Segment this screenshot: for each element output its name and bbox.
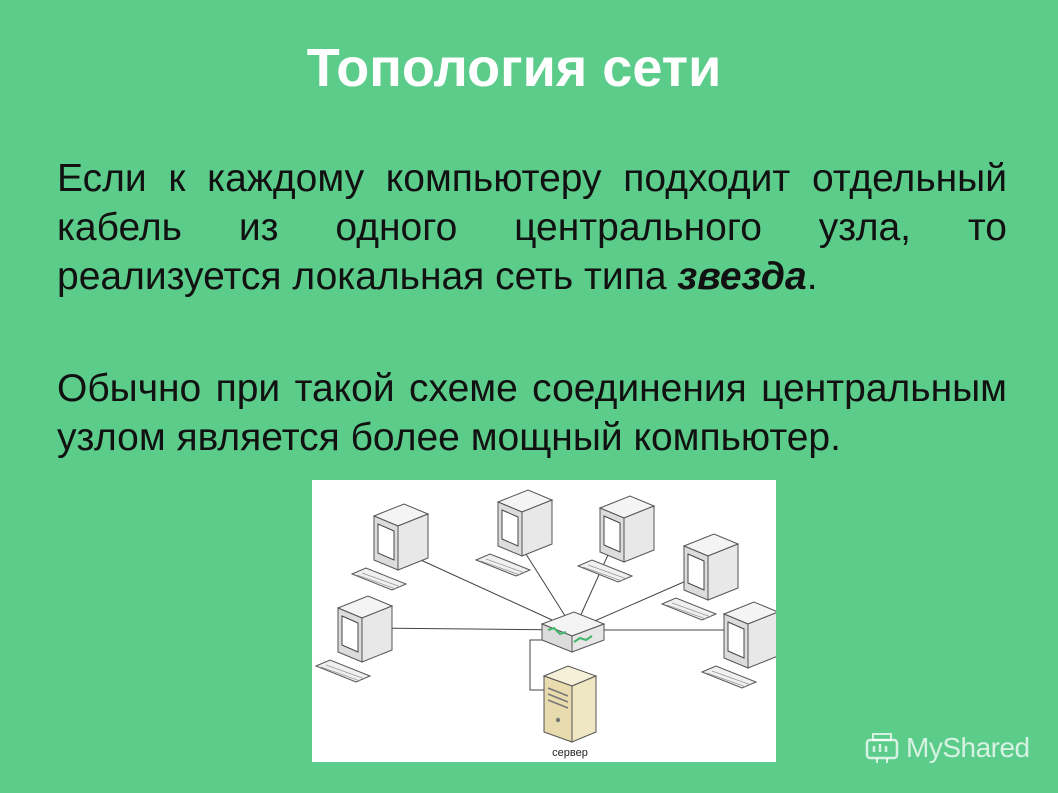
- paragraph-star-definition: Если к каждому компьютеру подходит отдел…: [57, 154, 1007, 301]
- server-label: сервер: [552, 747, 588, 759]
- paragraph-text: Если к каждому компьютеру подходит отдел…: [57, 157, 1007, 298]
- emphasis-term: звезда: [677, 255, 807, 298]
- computer-4: [661, 533, 739, 621]
- watermark-text: MyShared: [906, 732, 1030, 763]
- computer-3: [577, 495, 655, 583]
- myshared-logo-icon: [864, 730, 900, 766]
- watermark: MyShared: [864, 728, 1044, 768]
- computer-6: [315, 595, 393, 683]
- star-topology-diagram: сервер: [312, 480, 776, 762]
- hub-icon: [540, 611, 606, 653]
- paragraph-end: .: [806, 255, 818, 298]
- server-icon: [542, 665, 598, 743]
- computer-1: [351, 503, 429, 591]
- paragraph-central-node: Обычно при такой схеме соединения центра…: [57, 367, 1007, 459]
- slide-title: Топология сети: [306, 38, 722, 98]
- computer-2: [475, 489, 553, 577]
